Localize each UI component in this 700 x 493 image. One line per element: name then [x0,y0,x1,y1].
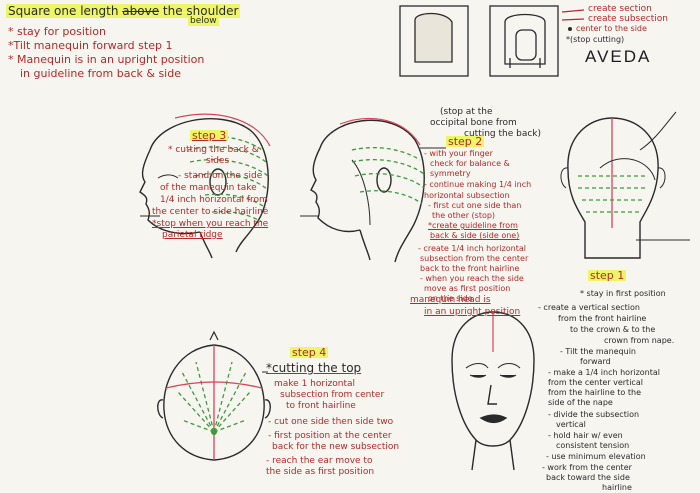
step1-line-9: from the center vertical [548,378,643,387]
step3-line-3: - stand on the side [178,171,263,181]
step1-line-2: - create a vertical section [538,303,640,312]
step2-line-4: - continue making 1/4 inch [424,180,532,189]
step4-line-9: the side as first position [266,467,375,477]
header-note-2: *Tilt manequin forward step 1 [8,39,173,52]
step1-line-11: side of the nape [548,398,613,407]
step4-line-6: - first position at the center [268,431,392,441]
step2-label: step 2 [446,135,485,148]
step1-line-8: - make a 1/4 inch horizontal [548,368,661,377]
step3-line-1: * cutting the back & [168,145,259,155]
step2-line-1: - with your finger [424,149,493,158]
legend-arrows [561,9,585,31]
step1-line-15: consistent tension [556,441,630,450]
legend-head-sketches [399,5,559,77]
legend-box-left [399,5,469,77]
step1-line-10: from the hairline to the [548,388,641,397]
step2-line-2: check for balance & [430,159,510,168]
step1-label: step 1 [588,269,627,282]
step2-line-15: on the side [428,294,473,303]
step2-line-8: *create guideline from [428,221,518,230]
step3-head-profile [139,118,269,259]
step4-line-4: to front hairline [286,401,356,411]
legend-item-stop: *(stop cutting) [566,35,625,44]
step4-line-7: back for the new subsection [272,442,400,452]
step2-line-11: subsection from the center [420,254,529,263]
step2-line-9: back & side (side one) [430,231,520,240]
header-title-below: below [188,16,219,26]
step4-line-8: - reach the ear move to [266,456,373,466]
step1-warning-2: in an upright position [424,307,521,317]
step2-top-note-3: cutting the back) [464,129,542,139]
step1-line-14: - hold hair w/ even [548,431,623,440]
step3-line-4: of the manequin take [160,183,257,193]
step1-line-1: * stay in first position [580,289,666,298]
header-note-4: in guideline from back & side [20,67,181,80]
header-title-main: Square one length [8,4,123,18]
step3-line-5: 1/4 inch horizontal from [160,195,268,205]
header-title-end: the shoulder [159,4,239,18]
step1-line-6: - Tilt the manequin [560,347,636,356]
legend-box-right [489,5,559,77]
step4-line-1: *cutting the top [266,361,362,375]
step3-line-8: parietal ridge [162,230,223,240]
step1-warning-1: manequin head is [410,295,491,305]
step2-line-7: the other (stop) [432,211,496,220]
step1-line-12: - divide the subsection [548,410,640,419]
step2-line-3: symmetry [430,169,471,178]
step1-line-19: hairline [602,483,632,492]
step2-line-6: - first cut one side than [428,201,522,210]
step4-label: step 4 [290,346,329,359]
step1-line-3: from the front hairline [558,314,647,323]
step3-label: step 3 [190,129,229,142]
step1-line-5: crown from nape. [604,336,675,345]
connector-lines [140,147,690,373]
step1-line-7: forward [580,357,611,366]
step2-line-12: back to the front hairline [420,264,520,273]
step3-line-7: *stop when you reach the [152,219,269,229]
header-title: Square one length above the shoulder [6,4,241,18]
step1-line-13: vertical [556,420,586,429]
step1-line-17: - work from the center [542,463,632,472]
aveda-logo: AVEDA [585,47,652,66]
legend-item-center: center to the side [576,24,647,33]
step4-line-3: subsection from center [280,390,385,400]
step4-line-5: - cut one side then side two [268,417,394,427]
header-note-3: * Manequin is in an upright position [8,53,205,66]
step1-front-face [451,311,535,471]
header-note-1: * stay for position [8,25,106,38]
step2-guidelines [351,147,425,205]
step1-line-16: - use minimum elevation [546,452,646,461]
step1-line-4: to the crown & to the [570,325,656,334]
step2-top-note-2: occipital bone from [430,118,517,128]
step2-top-note-1: (stop at the [440,107,493,117]
step2-line-5: horizontal subsection [424,191,510,200]
legend-item-subsection: create subsection [588,14,668,24]
step1-line-18: back toward the side [546,473,630,482]
step2-line-13: - when you reach the side [420,274,524,283]
step2-back-guidelines [578,175,648,213]
step2-line-10: - create 1/4 inch horizontal [418,244,526,253]
step2-head-profile [310,119,425,263]
step2-line-14: move as first position [424,284,511,293]
step4-guidelines [177,361,251,433]
legend-item-section: create section [588,4,652,14]
step4-line-2: make 1 horizontal [274,379,356,389]
step2-back-head [560,117,666,259]
header-title-strike: above [122,4,160,18]
step3-line-2: sides [206,156,230,166]
step3-line-6: the center to side hairline [152,207,269,217]
